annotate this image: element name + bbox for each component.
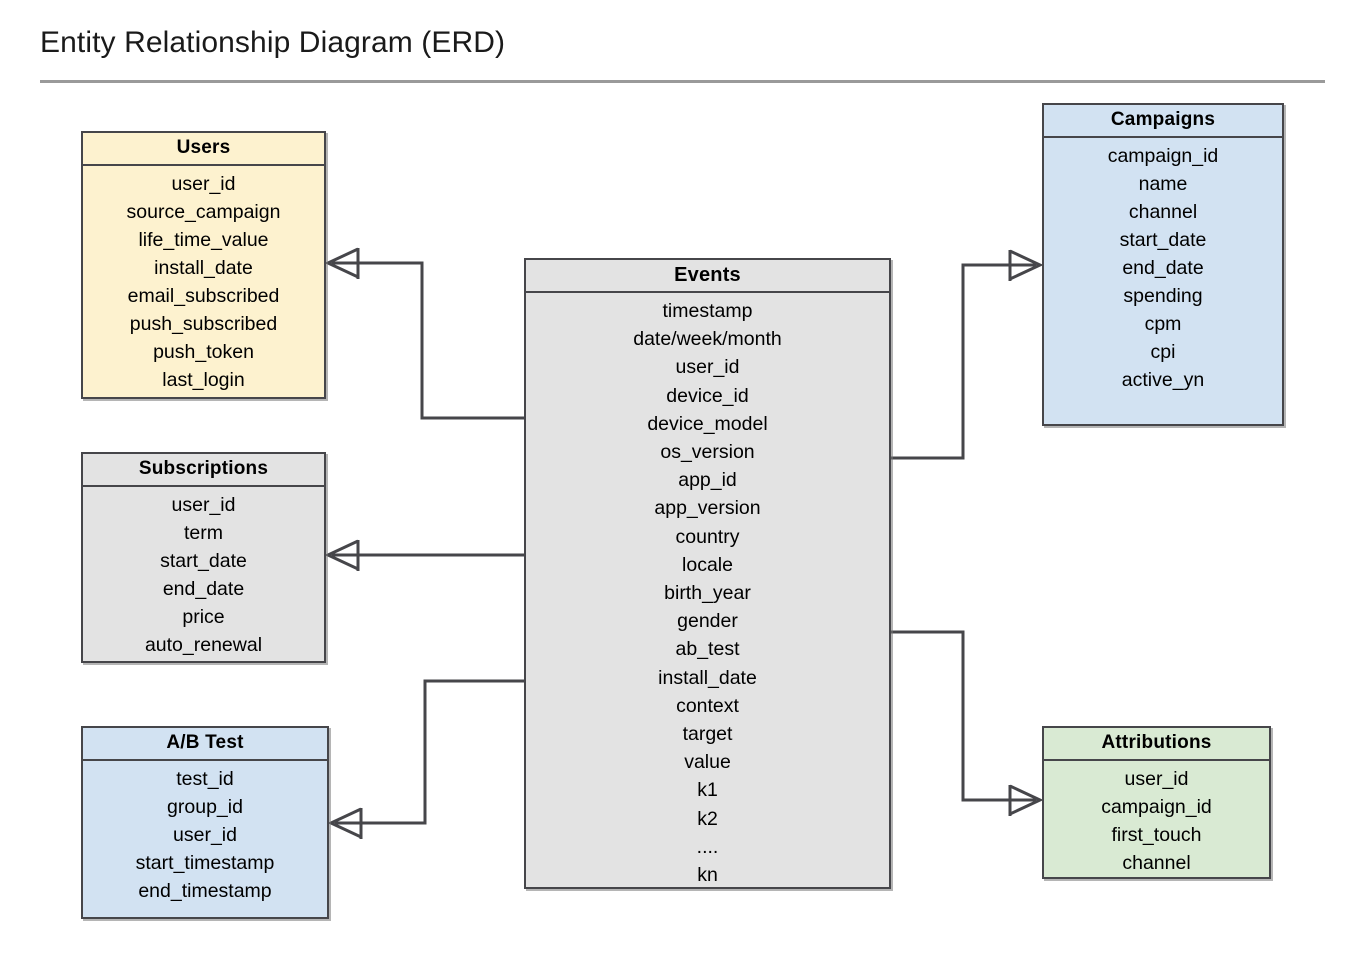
field: campaign_id bbox=[1107, 145, 1219, 167]
field: app_id bbox=[678, 469, 737, 492]
entity-events-fields: timestamp date/week/month user_id device… bbox=[526, 293, 889, 893]
field: active_yn bbox=[1121, 369, 1205, 391]
entity-abtest-fields: test_id group_id user_id start_timestamp… bbox=[83, 761, 327, 909]
field: user_id bbox=[1124, 768, 1189, 790]
title-divider bbox=[40, 80, 1325, 83]
field: app_version bbox=[654, 497, 761, 520]
field: first_touch bbox=[1111, 824, 1202, 846]
field: price bbox=[182, 606, 225, 628]
field: test_id bbox=[176, 768, 234, 790]
entity-attributions-fields: user_id campaign_id first_touch channel bbox=[1044, 761, 1269, 881]
field: auto_renewal bbox=[144, 634, 263, 656]
field: start_date bbox=[1119, 229, 1207, 251]
field: term bbox=[184, 522, 223, 544]
field: user_id bbox=[171, 494, 236, 516]
field: device_model bbox=[647, 412, 768, 435]
relationship-users-events bbox=[324, 247, 524, 420]
field: user_id bbox=[173, 824, 237, 846]
field: cpm bbox=[1144, 313, 1182, 335]
entity-subscriptions-title: Subscriptions bbox=[83, 454, 324, 487]
page-title: Entity Relationship Diagram (ERD) bbox=[40, 26, 506, 59]
field: campaign_id bbox=[1101, 796, 1212, 818]
field: install_date bbox=[658, 666, 757, 689]
field: kn bbox=[697, 864, 718, 887]
entity-users-fields: user_id source_campaign life_time_value … bbox=[83, 166, 324, 398]
entity-attributions[interactable]: Attributions user_id campaign_id first_t… bbox=[1042, 726, 1271, 879]
field: start_date bbox=[160, 550, 247, 572]
relationship-abtest-events bbox=[327, 679, 524, 839]
field: channel bbox=[1128, 201, 1198, 223]
field: device_id bbox=[666, 384, 749, 407]
field: install_date bbox=[154, 257, 253, 279]
field: push_subscribed bbox=[129, 313, 278, 335]
field: user_id bbox=[171, 173, 236, 195]
entity-abtest[interactable]: A/B Test test_id group_id user_id start_… bbox=[81, 726, 329, 919]
field: gender bbox=[677, 610, 738, 633]
field: group_id bbox=[167, 796, 243, 818]
relationship-subscriptions-events bbox=[324, 539, 524, 571]
entity-users-title: Users bbox=[83, 133, 324, 166]
entity-users[interactable]: Users user_id source_campaign life_time_… bbox=[81, 131, 326, 399]
field: ab_test bbox=[675, 638, 740, 661]
relationship-events-campaigns bbox=[891, 249, 1044, 460]
field: end_timestamp bbox=[138, 880, 272, 902]
entity-events[interactable]: Events timestamp date/week/month user_id… bbox=[524, 258, 891, 889]
field: cpi bbox=[1150, 341, 1176, 363]
field: end_date bbox=[162, 578, 245, 600]
entity-subscriptions[interactable]: Subscriptions user_id term start_date en… bbox=[81, 452, 326, 663]
field: channel bbox=[1122, 852, 1191, 874]
field: timestamp bbox=[662, 300, 753, 322]
entity-attributions-title: Attributions bbox=[1044, 728, 1269, 761]
entity-abtest-title: A/B Test bbox=[83, 728, 327, 761]
entity-campaigns-fields: campaign_id name channel start_date end_… bbox=[1044, 138, 1282, 398]
relationship-events-attributions bbox=[891, 630, 1044, 816]
field: end_date bbox=[1122, 257, 1204, 279]
field: os_version bbox=[660, 441, 755, 464]
field: start_timestamp bbox=[135, 852, 275, 874]
field: value bbox=[684, 751, 731, 774]
field: name bbox=[1138, 173, 1188, 195]
field: push_token bbox=[153, 341, 254, 363]
entity-campaigns[interactable]: Campaigns campaign_id name channel start… bbox=[1042, 103, 1284, 426]
entity-subscriptions-fields: user_id term start_date end_date price a… bbox=[83, 487, 324, 663]
field: source_campaign bbox=[126, 201, 281, 223]
field: email_subscribed bbox=[127, 285, 280, 307]
field: birth_year bbox=[664, 582, 751, 605]
field: .... bbox=[696, 835, 719, 858]
field: life_time_value bbox=[138, 229, 269, 251]
field: locale bbox=[682, 553, 733, 576]
field: spending bbox=[1123, 285, 1203, 307]
field: target bbox=[682, 723, 733, 746]
field: user_id bbox=[675, 356, 740, 379]
entity-events-title: Events bbox=[526, 260, 889, 293]
field: context bbox=[676, 694, 739, 717]
entity-campaigns-title: Campaigns bbox=[1044, 105, 1282, 138]
field: country bbox=[675, 525, 740, 548]
field: k1 bbox=[697, 779, 718, 802]
field: date/week/month bbox=[633, 328, 782, 351]
field: k2 bbox=[697, 807, 718, 830]
field: last_login bbox=[162, 369, 245, 391]
